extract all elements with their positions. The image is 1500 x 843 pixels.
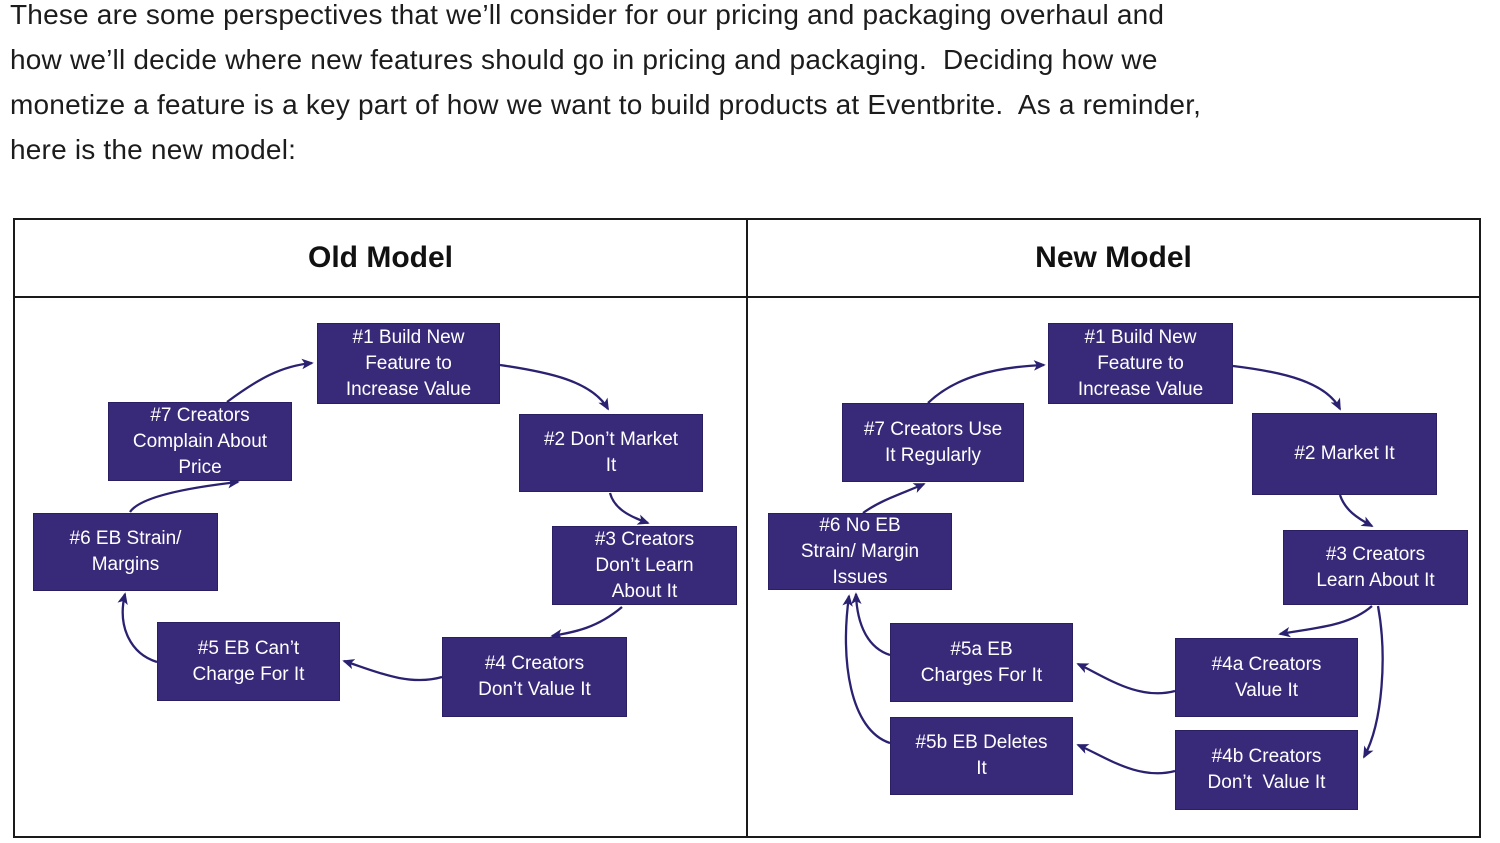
node-label-line: Feature to: [365, 352, 452, 374]
node-label-line: Increase Value: [1077, 378, 1204, 400]
node-label-line: Strain/ Margin: [800, 540, 920, 562]
node-label-line: #2 Don’t Market: [543, 429, 679, 450]
node-label-line: #1 Build New: [352, 326, 465, 348]
node-label-line: Price: [178, 456, 222, 478]
node-label-line: Increase Value: [345, 378, 472, 400]
node-label-line: It Regularly: [884, 444, 982, 466]
node-label-line: Charges For It: [920, 664, 1043, 686]
node-label-line: Charge For It: [192, 663, 305, 685]
node-label-line: Feature to: [1097, 352, 1184, 374]
old-model-header: Old Model: [15, 220, 748, 296]
node-label-line: #6 EB Strain/: [69, 528, 182, 549]
intro-paragraph: These are some perspectives that we’ll c…: [10, 0, 1490, 172]
node-label-line: #5a EB: [950, 638, 1013, 660]
model-comparison-table: Old Model New Model: [13, 218, 1481, 838]
node-label-line: #6 No EB: [819, 514, 901, 536]
node-new-2: #2 Market It: [1252, 413, 1437, 495]
node-new-7: #7 Creators Use It Regularly: [842, 403, 1024, 482]
intro-line: monetize a feature is a key part of how …: [10, 89, 1202, 120]
node-label-line: Issues: [832, 566, 888, 588]
node-label-line: #2 Market It: [1294, 443, 1395, 464]
node-label-line: It: [605, 455, 617, 476]
node-new-5a: #5a EB Charges For It: [890, 623, 1073, 702]
intro-line: These are some perspectives that we’ll c…: [10, 0, 1165, 30]
old-model-cell: [15, 298, 748, 836]
node-label-line: #4 Creators: [484, 653, 585, 674]
node-label-line: About It: [611, 580, 678, 602]
node-label-line: Don’t Value It: [1207, 772, 1326, 793]
node-label-line: Margins: [91, 554, 160, 575]
node-label-line: Learn About It: [1316, 569, 1435, 591]
node-label-line: #7 Creators: [150, 404, 250, 426]
node-label-line: #7 Creators Use: [863, 418, 1003, 440]
new-model-header: New Model: [1035, 241, 1192, 274]
intro-line: how we’ll decide where new features shou…: [10, 44, 1158, 75]
node-old-6: #6 EB Strain/Margins: [33, 513, 218, 591]
node-label-line: #5b EB Deletes: [915, 732, 1048, 753]
node-label-line: #5 EB Can’t: [197, 637, 300, 659]
node-label-line: #3 Creators: [1325, 543, 1426, 565]
table-body-row: [15, 298, 1479, 836]
intro-line: here is the new model:: [10, 134, 297, 165]
node-label-line: Value It: [1234, 679, 1299, 701]
node-label-line: Complain About: [132, 430, 268, 452]
table-header-row: Old Model New Model: [15, 220, 1479, 298]
node-label-line: Don’t Value It: [478, 679, 591, 700]
node-label-line: It: [976, 758, 987, 779]
node-label-line: #3 Creators: [594, 528, 695, 550]
node-label-line: #4a Creators: [1211, 653, 1322, 675]
node-label-line: #4b Creators: [1211, 746, 1322, 767]
node-label-line: #1 Build New: [1084, 326, 1197, 348]
node-label-line: Don’t Learn: [595, 554, 694, 576]
